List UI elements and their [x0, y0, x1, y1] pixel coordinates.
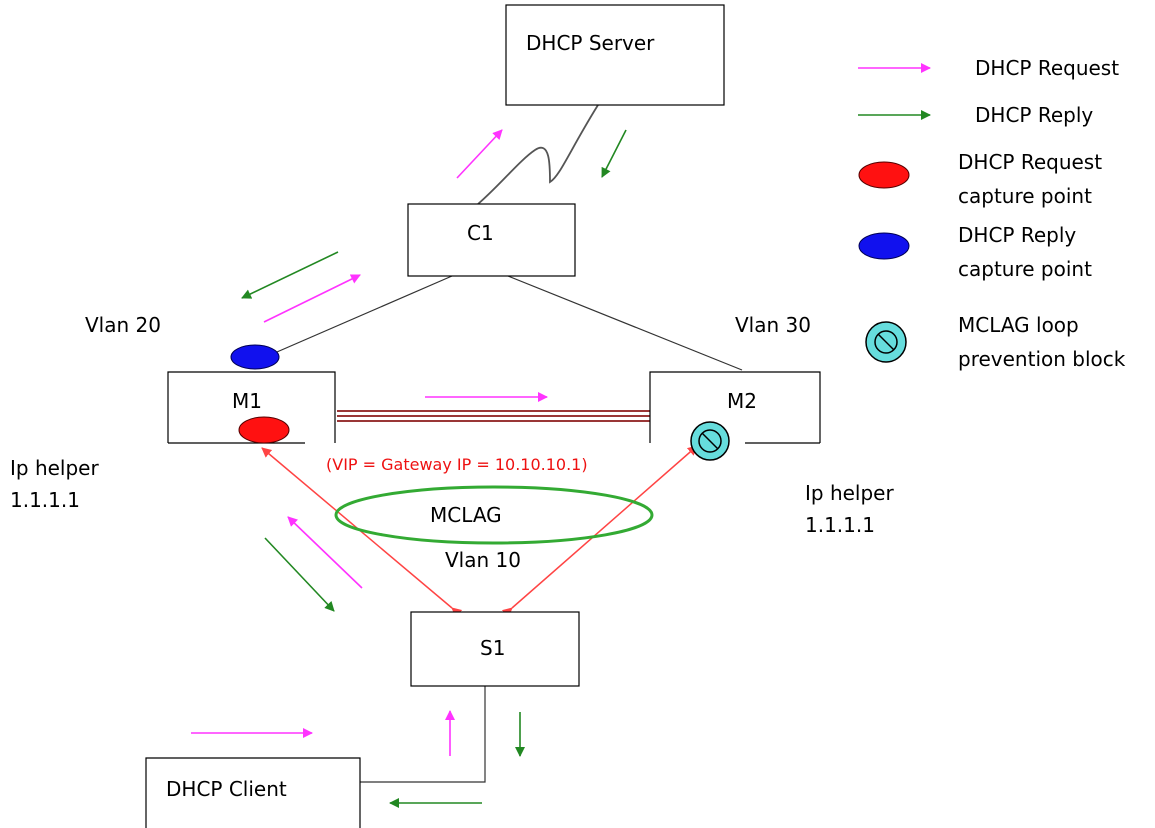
legend-block-line2: prevention block — [958, 347, 1126, 371]
c1-label: C1 — [467, 221, 494, 245]
flow-arrows — [191, 129, 627, 808]
vlan10-label: Vlan 10 — [445, 548, 521, 572]
link-s1-client — [360, 686, 486, 783]
prohibition-icon — [865, 321, 907, 363]
dhcp-server-label: DHCP Server — [526, 31, 655, 55]
iphelper-right-line2: 1.1.1.1 — [805, 513, 875, 537]
legend-reply-capture-line1: DHCP Reply — [958, 223, 1076, 247]
iphelper-left-line1: Ip helper — [10, 456, 99, 480]
dhcp-server-node: DHCP Server — [505, 4, 725, 106]
request-arrow — [263, 274, 361, 323]
legend-request-capture-line2: capture point — [958, 184, 1092, 208]
c1-node: C1 — [407, 203, 576, 277]
dhcp-client-node: DHCP Client — [145, 757, 361, 828]
link-server-c1 — [477, 104, 599, 205]
legend-reply-capture-line2: capture point — [958, 257, 1092, 281]
m1-node: M1 — [167, 371, 336, 444]
reply-arrow — [264, 537, 335, 612]
request-capture-icon — [238, 416, 290, 444]
legend: DHCP Request DHCP Reply DHCP Request cap… — [858, 56, 1126, 371]
reply-capture-icon — [230, 344, 280, 370]
m1-label: M1 — [232, 389, 262, 413]
legend-request-capture-line1: DHCP Request — [958, 150, 1102, 174]
dhcp-client-label: DHCP Client — [166, 777, 287, 801]
s1-label: S1 — [480, 636, 505, 660]
mclag-ring — [334, 485, 654, 545]
m2-node: M2 — [649, 371, 821, 444]
s1-node: S1 — [410, 611, 580, 687]
isl-link — [337, 410, 650, 422]
m2-label: M2 — [727, 389, 757, 413]
reply-arrow — [241, 251, 339, 299]
request-arrow — [287, 516, 363, 589]
request-arrow — [456, 129, 503, 179]
vip-label: (VIP = Gateway IP = 10.10.10.1) — [326, 455, 588, 474]
link-s1-m2 — [501, 445, 698, 618]
iphelper-right-line1: Ip helper — [805, 481, 894, 505]
legend-block-line1: MCLAG loop — [958, 313, 1079, 337]
reply-arrow — [601, 129, 627, 178]
blue-oval-icon — [858, 232, 910, 260]
iphelper-left-line2: 1.1.1.1 — [10, 488, 80, 512]
block-icon-m2 — [690, 421, 730, 461]
link-c1-m2 — [507, 275, 743, 371]
vlan20-label: Vlan 20 — [85, 313, 161, 337]
link-c1-m1 — [269, 275, 453, 356]
vlan30-label: Vlan 30 — [735, 313, 811, 337]
legend-request-label: DHCP Request — [975, 56, 1119, 80]
legend-reply-label: DHCP Reply — [975, 103, 1093, 127]
mclag-label: MCLAG — [430, 503, 502, 527]
red-oval-icon — [858, 161, 910, 189]
